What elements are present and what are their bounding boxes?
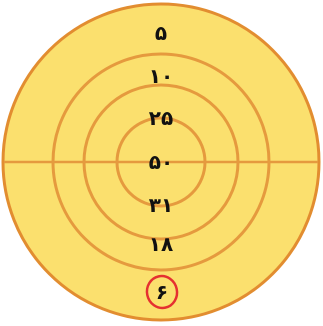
score-inner-bottom: ۳۱ (149, 193, 173, 217)
score-ring-bottom: ۱۸ (149, 232, 173, 256)
score-outer-top: ۵ (155, 21, 167, 45)
score-bullseye: ۵۰ (149, 150, 173, 174)
marked-answer-circle (145, 274, 179, 310)
score-ring-top: ۱۰ (149, 64, 173, 88)
score-inner-top: ۲۵ (149, 106, 173, 130)
score-outer-bottom: ۶ (156, 280, 168, 304)
